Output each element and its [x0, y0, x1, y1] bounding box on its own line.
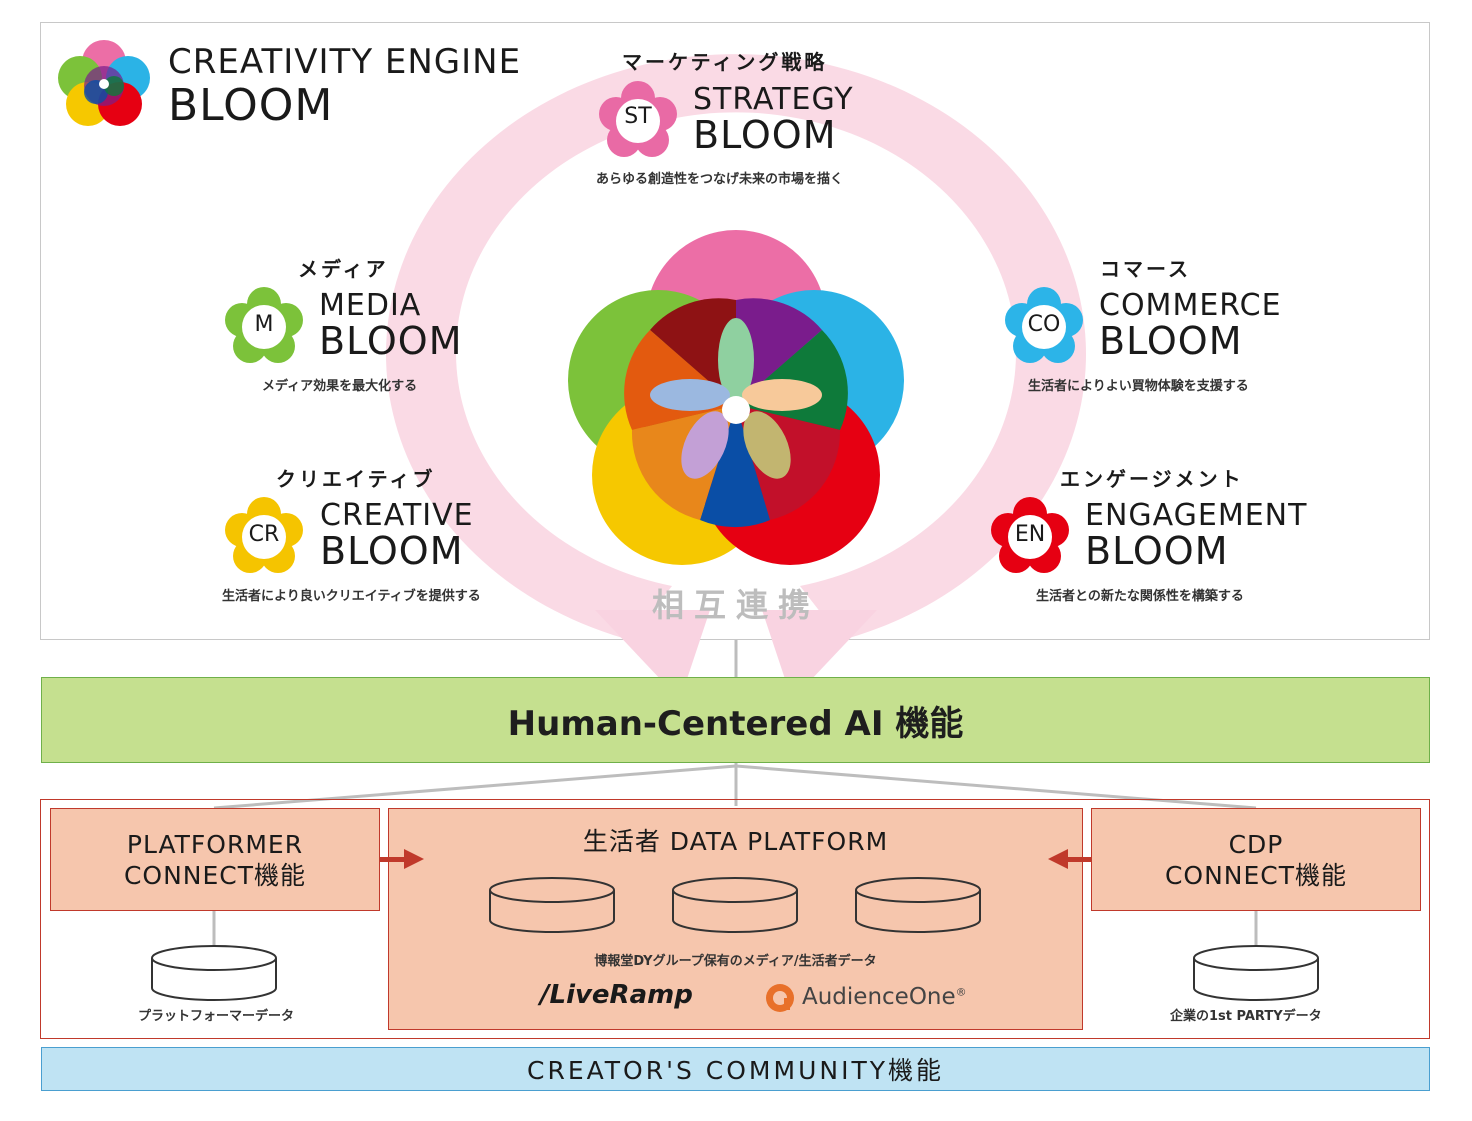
registered-mark: ®	[955, 985, 967, 999]
media-description: メディア効果を最大化する	[262, 379, 418, 394]
platformer-line2: CONNECT機能	[123, 860, 307, 890]
engagement-jp-label: エンゲージメント	[1060, 467, 1244, 491]
data-platform-title: 生活者 DATA PLATFORM	[582, 827, 889, 856]
strategy-badge: ST	[624, 104, 652, 129]
media-bloom-title: BLOOM	[319, 319, 463, 363]
audienceone-logo-text: AudienceOne®	[802, 984, 967, 1010]
flower-logo-icon	[58, 40, 150, 126]
audienceone-logo-icon	[766, 984, 794, 1012]
audienceone-name: AudienceOne	[802, 984, 956, 1010]
creative-description: 生活者により良いクリエイティブを提供する	[222, 589, 481, 604]
strategy-en-title: STRATEGY	[693, 82, 854, 117]
commerce-bloom-title: BLOOM	[1099, 319, 1243, 363]
database-icon	[151, 945, 1319, 1001]
media-en-title: MEDIA	[319, 288, 422, 323]
human-centered-ai-bar: Human-Centered AI 機能	[41, 677, 1430, 763]
commerce-en-title: COMMERCE	[1099, 288, 1282, 323]
media-badge: M	[254, 312, 274, 337]
engagement-flower-icon	[991, 497, 1069, 573]
database-icon	[489, 877, 981, 933]
engagement-badge: EN	[1014, 522, 1046, 547]
platformer-data-label: プラットフォーマーデータ	[138, 1009, 295, 1024]
platformer-connect-box: PLATFORMER CONNECT機能	[50, 808, 380, 911]
creators-community-bar: CREATOR'S COMMUNITY機能	[41, 1047, 1430, 1091]
commerce-description: 生活者によりよい買物体験を支援する	[1028, 379, 1249, 394]
engagement-description: 生活者との新たな関係性を構築する	[1036, 589, 1244, 604]
engagement-bloom-title: BLOOM	[1085, 529, 1229, 573]
engagement-en-title: ENGAGEMENT	[1085, 498, 1308, 533]
commerce-badge: CO	[1027, 312, 1061, 337]
mutual-collaboration-label: 相互連携	[651, 586, 820, 624]
first-party-data-label: 企業の1st PARTYデータ	[1170, 1009, 1322, 1024]
strategy-jp-label: マーケティング戦略	[622, 50, 828, 74]
creative-badge: CR	[248, 522, 280, 547]
creative-bloom-title: BLOOM	[320, 529, 464, 573]
logo-title-line1: CREATIVITY ENGINE	[168, 42, 522, 82]
commerce-jp-label: コマース	[1100, 257, 1191, 281]
strategy-bloom-title: BLOOM	[693, 113, 837, 157]
platformer-line1: PLATFORMER	[126, 829, 304, 859]
bloom-section-frame	[40, 22, 1430, 640]
central-flower-icon	[568, 230, 904, 565]
strategy-description: あらゆる創造性をつなげ未来の市場を描く	[596, 172, 844, 187]
data-section-frame	[40, 799, 1430, 1039]
media-flower-icon	[225, 287, 303, 363]
data-platform-description: 博報堂DYグループ保有のメディア/生活者データ	[594, 954, 877, 969]
creative-jp-label: クリエイティブ	[276, 467, 436, 491]
creative-flower-icon	[225, 497, 303, 573]
creative-en-title: CREATIVE	[320, 498, 474, 533]
liveramp-logo: /LiveRamp	[540, 980, 693, 1010]
consumer-data-platform-box	[388, 808, 1083, 1030]
connector-lines	[212, 640, 1258, 945]
cdp-line1: CDP	[1228, 829, 1284, 859]
media-jp-label: メディア	[298, 257, 389, 281]
cdp-connect-box: CDP CONNECT機能	[1091, 808, 1421, 911]
strategy-flower-icon	[599, 81, 677, 157]
logo-title-line2: BLOOM	[168, 80, 334, 131]
cdp-line2: CONNECT機能	[1164, 860, 1348, 890]
commerce-flower-icon	[1005, 287, 1083, 363]
